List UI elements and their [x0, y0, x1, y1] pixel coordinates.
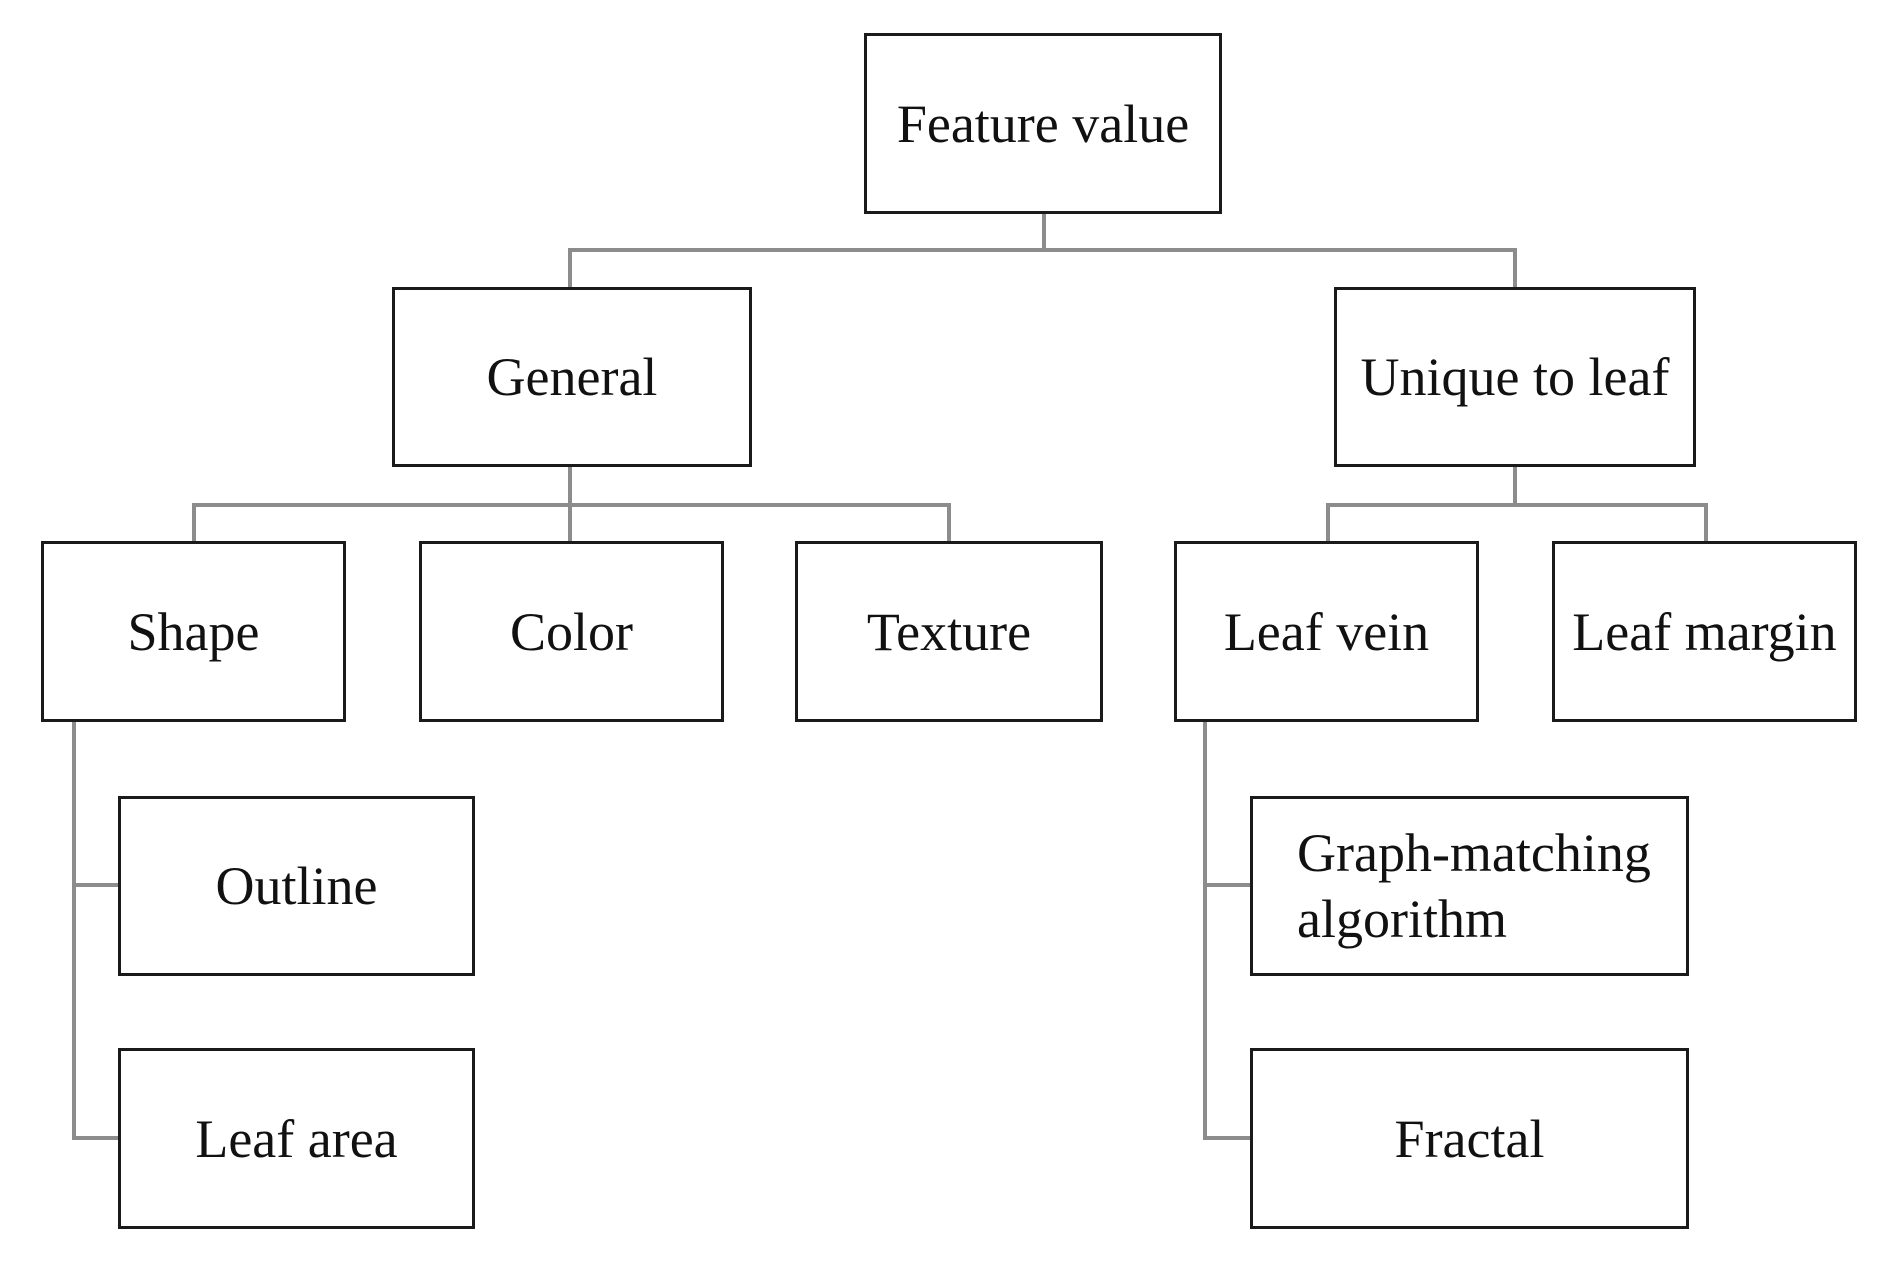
node-shape: Shape: [41, 541, 346, 722]
node-general-label: General: [486, 347, 658, 407]
node-color: Color: [419, 541, 724, 722]
node-texture-label: Texture: [866, 601, 1032, 662]
node-texture: Texture: [795, 541, 1103, 722]
node-shape-label: Shape: [127, 601, 260, 662]
node-leaf-area-label: Leaf area: [195, 1108, 398, 1169]
node-graph-matching-line2: algorithm: [1297, 889, 1507, 949]
node-graph-matching: Graph-matching algorithm: [1250, 796, 1689, 976]
node-leaf-vein: Leaf vein: [1174, 541, 1479, 722]
node-leaf-margin-label: Leaf margin: [1572, 601, 1837, 662]
node-leaf-margin: Leaf margin: [1552, 541, 1857, 722]
node-feature-value-label: Feature value: [896, 93, 1190, 154]
node-unique-to-leaf-label: Unique to leaf: [1360, 347, 1670, 407]
node-outline-label: Outline: [215, 856, 378, 916]
node-general: General: [392, 287, 752, 467]
node-unique-to-leaf: Unique to leaf: [1334, 287, 1696, 467]
node-leaf-vein-label: Leaf vein: [1223, 601, 1430, 662]
node-leaf-area: Leaf area: [118, 1048, 475, 1229]
node-outline: Outline: [118, 796, 475, 976]
node-fractal-label: Fractal: [1394, 1108, 1545, 1169]
node-graph-matching-line1: Graph-matching: [1297, 823, 1651, 883]
node-fractal: Fractal: [1250, 1048, 1689, 1229]
node-feature-value: Feature value: [864, 33, 1222, 214]
node-color-label: Color: [509, 601, 633, 662]
